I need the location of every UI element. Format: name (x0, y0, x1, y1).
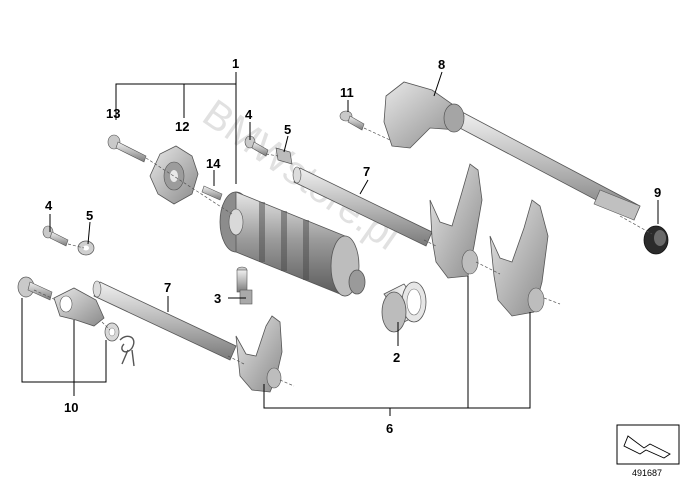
assembly-lines (33, 127, 653, 387)
callout-4-upper: 4 (245, 107, 253, 122)
guide-pin (236, 266, 253, 305)
torsion-spring (119, 335, 135, 367)
needle-bearing (381, 281, 427, 333)
callout-11: 11 (340, 85, 354, 100)
shaft-seal (643, 225, 669, 255)
leader-lines (21, 71, 659, 416)
callout-6: 6 (386, 421, 393, 436)
bolt-upper (244, 135, 269, 157)
plate-left (77, 240, 95, 256)
callout-7-upper: 7 (363, 164, 370, 179)
pin-14 (201, 185, 223, 201)
callout-4-left: 4 (45, 198, 53, 213)
callout-9: 9 (654, 185, 661, 200)
reference-box: 491687 (616, 424, 680, 478)
bolt-13 (107, 134, 147, 163)
callout-3: 3 (214, 291, 221, 306)
reference-number: 491687 (632, 468, 662, 478)
shift-fork-2 (489, 199, 549, 317)
bolt-left (42, 225, 69, 247)
callout-2: 2 (393, 350, 400, 365)
callout-1: 1 (232, 56, 239, 71)
washer (104, 322, 120, 342)
fork-shaft-lower (92, 280, 237, 361)
callout-10: 10 (64, 400, 78, 415)
callout-14: 14 (206, 156, 221, 171)
shift-shaft (383, 81, 641, 221)
fork-shaft-upper (292, 166, 433, 247)
callout-7-lower: 7 (164, 280, 171, 295)
callout-13: 13 (106, 106, 120, 121)
lever-bolt (17, 276, 53, 301)
shift-fork-3 (235, 315, 283, 393)
callout-8: 8 (438, 57, 445, 72)
callout-5-left: 5 (86, 208, 93, 223)
shift-fork-1 (429, 163, 483, 279)
star-cam (149, 145, 199, 205)
shift-drum (219, 191, 366, 297)
screw-11 (339, 110, 365, 131)
callout-labels: 1 2 3 4 4 5 5 6 7 7 8 9 10 11 12 13 14 (45, 56, 661, 436)
ratchet-lever (53, 287, 105, 327)
callout-12: 12 (175, 119, 189, 134)
callout-5-upper: 5 (284, 122, 291, 137)
direction-arrow-icon (623, 435, 671, 459)
